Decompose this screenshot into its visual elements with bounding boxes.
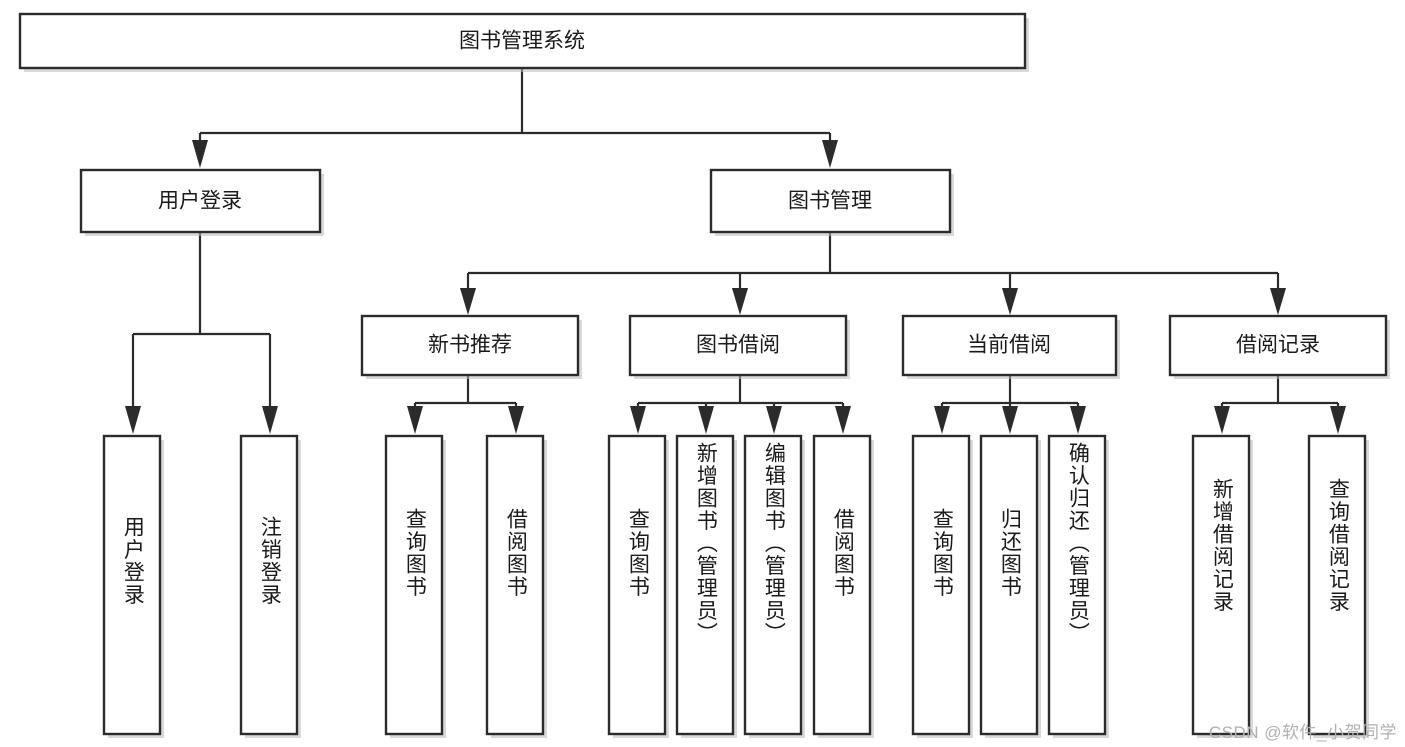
arrowhead-leaf-record-query [1330, 406, 1346, 434]
node-current-borrow-box [901, 314, 1118, 377]
leaf-node-current-query[interactable] [911, 434, 973, 738]
leaf-node-borrow-borrow[interactable] [812, 434, 874, 738]
leaf-record-query-box [1307, 434, 1367, 736]
node-user-login[interactable]: 用户登录 [79, 168, 324, 236]
node-root-box [18, 12, 1027, 70]
arrowhead-borrow-record [1270, 288, 1286, 315]
node-new-book-rec-label: 新书推荐 [428, 334, 512, 357]
arrowhead-leaf-borrow-query [630, 406, 646, 434]
node-borrow-record[interactable]: 借阅记录 [1168, 314, 1390, 379]
node-book-borrow[interactable]: 图书借阅 [628, 314, 850, 379]
leaf-current-confirm-box [1047, 434, 1107, 736]
leaf-user-logout-box [239, 434, 299, 736]
leaf-rec-query-box [384, 434, 444, 736]
arrowhead-leaf-current-confirm [1070, 406, 1086, 434]
leaf-record-add-box [1191, 434, 1251, 736]
node-book-manage[interactable]: 图书管理 [709, 168, 954, 236]
arrowhead-leaf-borrow-borrow [835, 406, 851, 434]
leaf-node-user-login[interactable] [102, 434, 164, 738]
connector-group [125, 68, 1346, 434]
leaf-node-borrow-add[interactable] [675, 434, 737, 738]
leaf-borrow-borrow-box [812, 434, 872, 736]
arrowhead-new-book-rec [460, 288, 476, 315]
node-borrow-record-label: 借阅记录 [1236, 334, 1320, 357]
arrowhead-leaf-user-logout [262, 406, 278, 434]
leaf-current-query-box [911, 434, 971, 736]
node-root[interactable]: 图书管理系统 [18, 12, 1029, 72]
leaf-node-borrow-edit[interactable] [743, 434, 805, 738]
node-current-borrow[interactable]: 当前借阅 [901, 314, 1120, 379]
node-book-borrow-label: 图书借阅 [696, 334, 780, 357]
node-book-manage-label: 图书管理 [788, 190, 872, 213]
node-user-login-label: 用户登录 [158, 190, 242, 213]
leaf-borrow-edit-box [743, 434, 803, 736]
node-root-label: 图书管理系统 [459, 30, 585, 53]
csdn-watermark: CSDN @软件_小贺同学 [1208, 723, 1397, 742]
node-new-book-rec[interactable]: 新书推荐 [360, 314, 582, 379]
leaf-node-current-confirm[interactable] [1047, 434, 1109, 738]
arrowhead-leaf-rec-query [407, 406, 423, 434]
arrowhead-user-login [192, 140, 208, 168]
leaf-node-rec-borrow[interactable] [485, 434, 547, 738]
arrowhead-leaf-user-login [125, 406, 141, 434]
node-user-login-box [79, 168, 322, 234]
arrowhead-book-manage [822, 140, 838, 168]
node-new-book-rec-box [360, 314, 580, 377]
leaf-node-current-return[interactable] [979, 434, 1041, 738]
arrowhead-leaf-rec-borrow [508, 406, 524, 434]
leaf-node-borrow-query[interactable] [607, 434, 669, 738]
leaf-current-return-box [979, 434, 1039, 736]
node-book-manage-box [709, 168, 952, 234]
arrowhead-leaf-borrow-add [698, 406, 714, 434]
leaf-node-record-add[interactable] [1191, 434, 1253, 738]
arrowhead-leaf-borrow-edit [766, 406, 782, 434]
node-book-borrow-box [628, 314, 848, 377]
arrowhead-book-borrow [732, 288, 748, 315]
arrowhead-leaf-current-query [934, 406, 950, 434]
leaf-node-record-query[interactable] [1307, 434, 1369, 738]
leaf-rec-borrow-box [485, 434, 545, 736]
leaf-borrow-query-box [607, 434, 667, 736]
leaf-node-user-logout[interactable] [239, 434, 301, 738]
leaf-borrow-add-box [675, 434, 735, 736]
leaf-user-login-box [102, 434, 162, 736]
leaf-node-rec-query[interactable] [384, 434, 446, 738]
arrowhead-leaf-current-return [1002, 406, 1018, 434]
node-borrow-record-box [1168, 314, 1388, 377]
arrowhead-leaf-record-add [1214, 406, 1230, 434]
arrowhead-current-borrow [1002, 288, 1018, 315]
node-current-borrow-label: 当前借阅 [967, 334, 1051, 357]
